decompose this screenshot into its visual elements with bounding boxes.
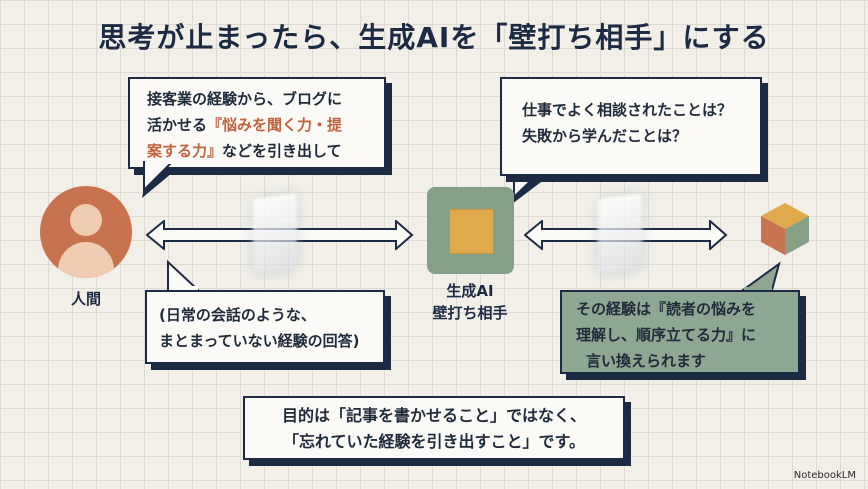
glass-card-right xyxy=(598,192,642,276)
ai-label-name: 生成AI xyxy=(446,282,494,300)
bubble-human-answer: (日常の会話のような、 まとまっていない経験の回答) xyxy=(145,290,385,364)
conclusion-box: 目的は「記事を書かせること」ではなく、 「忘れていた経験を引き出すこと」です。 xyxy=(243,396,625,460)
bubble-line: 接客業の経験から、ブログに xyxy=(147,90,343,108)
conclusion-line: 「忘れていた経験を引き出すこと」です。 xyxy=(283,432,585,451)
glass-card-left xyxy=(253,192,297,276)
bubble-line: まとまっていない経験の回答) xyxy=(159,332,360,350)
cube-icon xyxy=(761,203,809,255)
ai-icon xyxy=(427,187,514,274)
bubble-ai-question: 仕事でよく相談されたことは？ 失敗から学んだことは？ xyxy=(500,77,762,176)
page-title: 思考が止まったら、生成AIを「壁打ち相手」にする xyxy=(98,21,770,54)
human-label: 人間 xyxy=(70,290,101,308)
bubble-line: 仕事でよく相談されたことは？ xyxy=(522,101,733,119)
brand-watermark: NotebookLM xyxy=(793,470,856,481)
ai-label-role: 壁打ち相手 xyxy=(432,304,508,322)
bubble-ai-rephrase: その経験は『読者の悩みを 理解し、順序立てる力』に 言い換えられます xyxy=(560,290,800,374)
bubble-line: 失敗から学んだことは？ xyxy=(522,127,688,145)
bubble-line: その経験は『読者の悩みを xyxy=(576,300,757,318)
bubble-line: (日常の会話のような、 xyxy=(159,306,316,324)
conclusion-line: 目的は「記事を書かせること」ではなく、 xyxy=(281,406,586,425)
bubble-line: 活かせる『悩みを聞く力・提 xyxy=(147,116,343,134)
bubble-line: 言い換えられます xyxy=(586,352,707,370)
bubble-line: 理解し、順序立てる力』に xyxy=(576,326,757,344)
human-avatar-icon xyxy=(40,186,132,278)
bubble-ai-instruction: 接客業の経験から、ブログに 活かせる『悩みを聞く力・提 案する力』などを引き出し… xyxy=(128,77,386,169)
bubble-line: 案する力』などを引き出して xyxy=(147,142,342,160)
